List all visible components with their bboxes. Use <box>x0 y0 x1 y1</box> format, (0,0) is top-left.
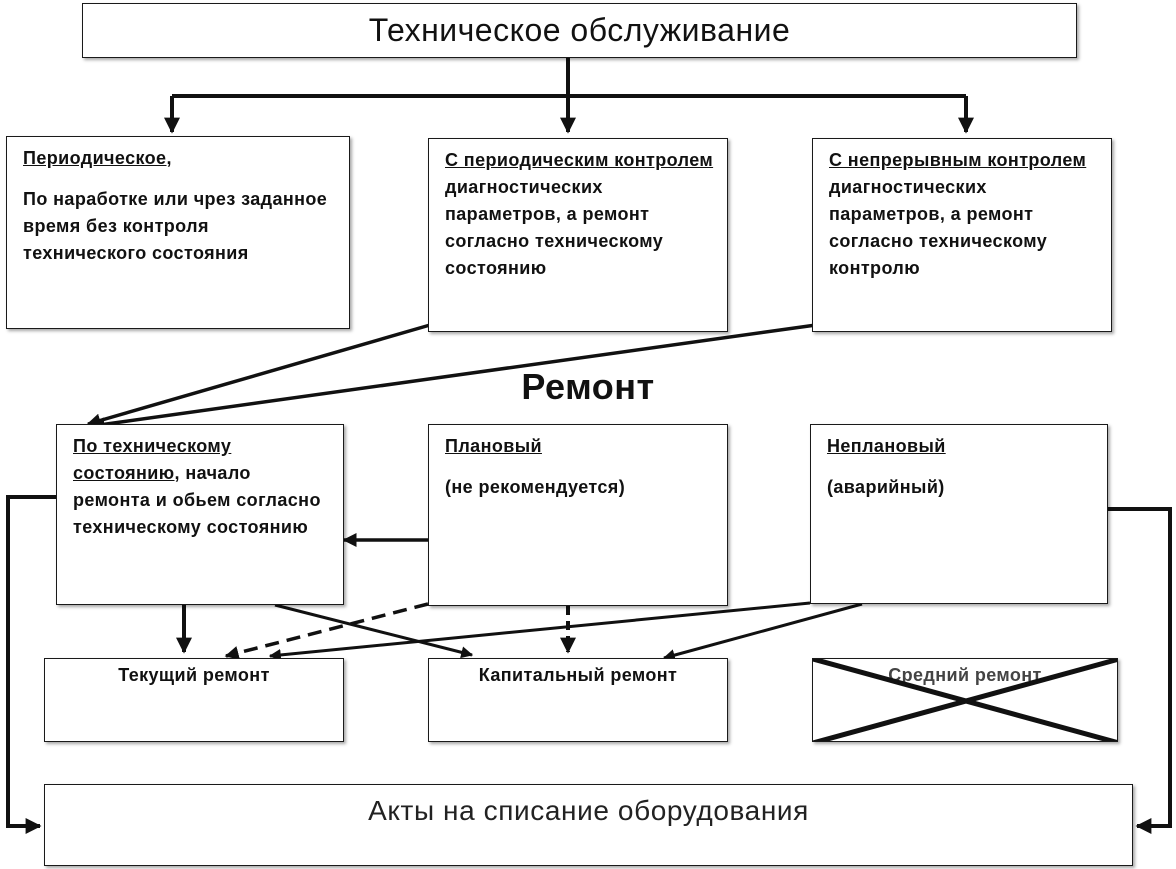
by-condition-heading: По техническому состоянию, <box>73 436 232 483</box>
continuous-control-heading: С непрерывным контролем <box>829 150 1087 170</box>
box-unplanned: Неплановый (аварийный) <box>810 424 1108 604</box>
arrow-periodic-control-to-condition <box>86 323 431 428</box>
by-condition-body: начало ремонта и обьем согласно техничес… <box>73 463 321 537</box>
box-acts: Акты на списание оборудования <box>44 784 1133 866</box>
current-repair-label: Текущий ремонт <box>118 665 270 685</box>
periodic-control-body: диагностических параметров, а ремонт сог… <box>445 177 664 278</box>
unplanned-note: (аварийный) <box>827 477 945 497</box>
box-planned: Плановый (не рекомендуется) <box>428 424 728 606</box>
arrow-planned-to-current-dashed <box>224 602 429 660</box>
arrow-unplanned-to-capital <box>662 602 863 661</box>
box-continuous-control: С непрерывным контролем диагностических … <box>812 138 1112 332</box>
arrow-condition-to-capital <box>274 603 474 659</box>
box-medium-repair-crossed: Средний ремонт <box>812 658 1118 742</box>
diagram-title: Техническое обслуживание <box>368 12 791 48</box>
acts-label: Акты на списание оборудования <box>368 795 809 826</box>
unplanned-heading: Неплановый <box>827 436 946 456</box>
planned-note: (не рекомендуется) <box>445 477 626 497</box>
medium-repair-label: Средний ремонт <box>888 665 1042 685</box>
arrow-unplanned-to-current <box>268 601 811 661</box>
continuous-control-body: диагностических параметров, а ремонт сог… <box>829 177 1048 278</box>
arrow-condition-to-acts <box>6 495 56 834</box>
box-periodic: Периодическое, По наработке или чрез зад… <box>6 136 350 329</box>
arrow-continuous-control-to-condition <box>90 323 817 432</box>
periodic-heading: Периодическое, <box>23 148 172 168</box>
title-box: Техническое обслуживание <box>82 3 1077 58</box>
arrow-unplanned-to-acts <box>1108 507 1172 834</box>
capital-repair-label: Капитальный ремонт <box>478 665 678 685</box>
cross-out-mark <box>813 659 1117 741</box>
box-capital-repair: Капитальный ремонт <box>428 658 728 742</box>
repair-section-title: Ремонт <box>521 366 655 407</box>
box-by-condition: По техническому состоянию, начало ремонт… <box>56 424 344 605</box>
periodic-control-heading: С периодическим контролем <box>445 150 714 170</box>
periodic-body: По наработке или чрез заданное время без… <box>23 189 328 263</box>
planned-heading: Плановый <box>445 436 542 456</box>
box-periodic-control: С периодическим контролем диагностически… <box>428 138 728 332</box>
box-current-repair: Текущий ремонт <box>44 658 344 742</box>
